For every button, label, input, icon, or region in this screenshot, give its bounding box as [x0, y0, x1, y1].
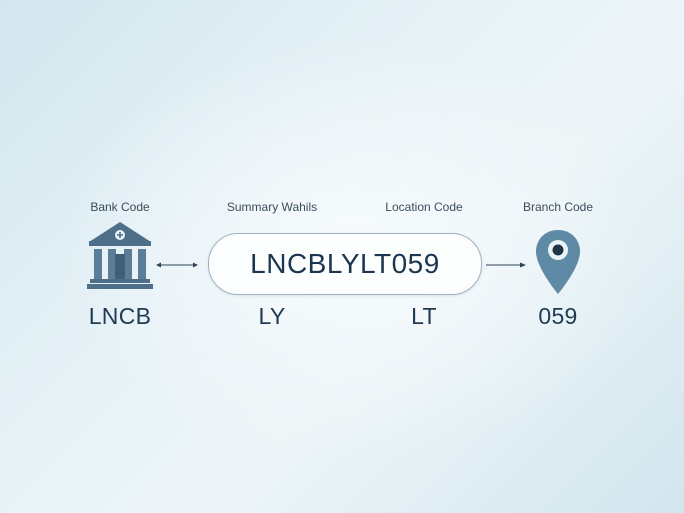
map-pin-icon [536, 230, 580, 294]
swift-code-box: LNCBLYLT059 [208, 233, 482, 295]
location-code-label: Location Code [385, 200, 463, 214]
bank-code-label: Bank Code [90, 200, 150, 214]
country-code-value: LY [258, 303, 286, 329]
branch-code-label: Branch Code [522, 200, 594, 214]
left-connector-arrow [156, 262, 198, 268]
location-code-value: LT [411, 303, 437, 329]
swift-code-text: LNCBLYLT059 [250, 248, 440, 279]
branch-code-value: 059 [538, 303, 578, 329]
bank-code-value: LNCB [88, 303, 152, 329]
summary-label: Summary Wahils [226, 200, 318, 214]
bank-building-icon [87, 222, 153, 289]
right-connector-arrow [486, 262, 526, 268]
